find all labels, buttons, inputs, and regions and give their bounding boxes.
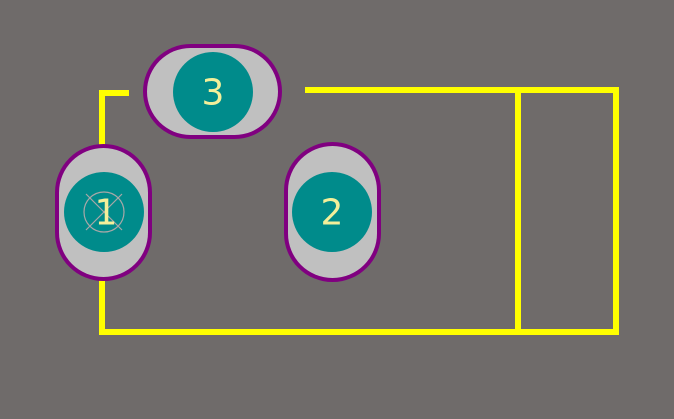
pin1-marker-icon <box>83 191 125 233</box>
pad-2-drill <box>292 172 372 252</box>
silkscreen-outline <box>99 87 619 335</box>
pad-1-label: 1 <box>95 193 118 234</box>
pad-3-label: 3 <box>202 73 225 114</box>
pad-1[interactable]: 1 <box>55 144 152 281</box>
pad-2[interactable]: 2 <box>284 142 381 282</box>
pad-2-label: 2 <box>321 193 344 234</box>
silkscreen-left-top-segment <box>99 90 129 146</box>
pad-3-drill <box>173 52 253 132</box>
pad-3[interactable]: 3 <box>143 44 282 139</box>
silkscreen-left-bottom-segment <box>99 87 619 335</box>
